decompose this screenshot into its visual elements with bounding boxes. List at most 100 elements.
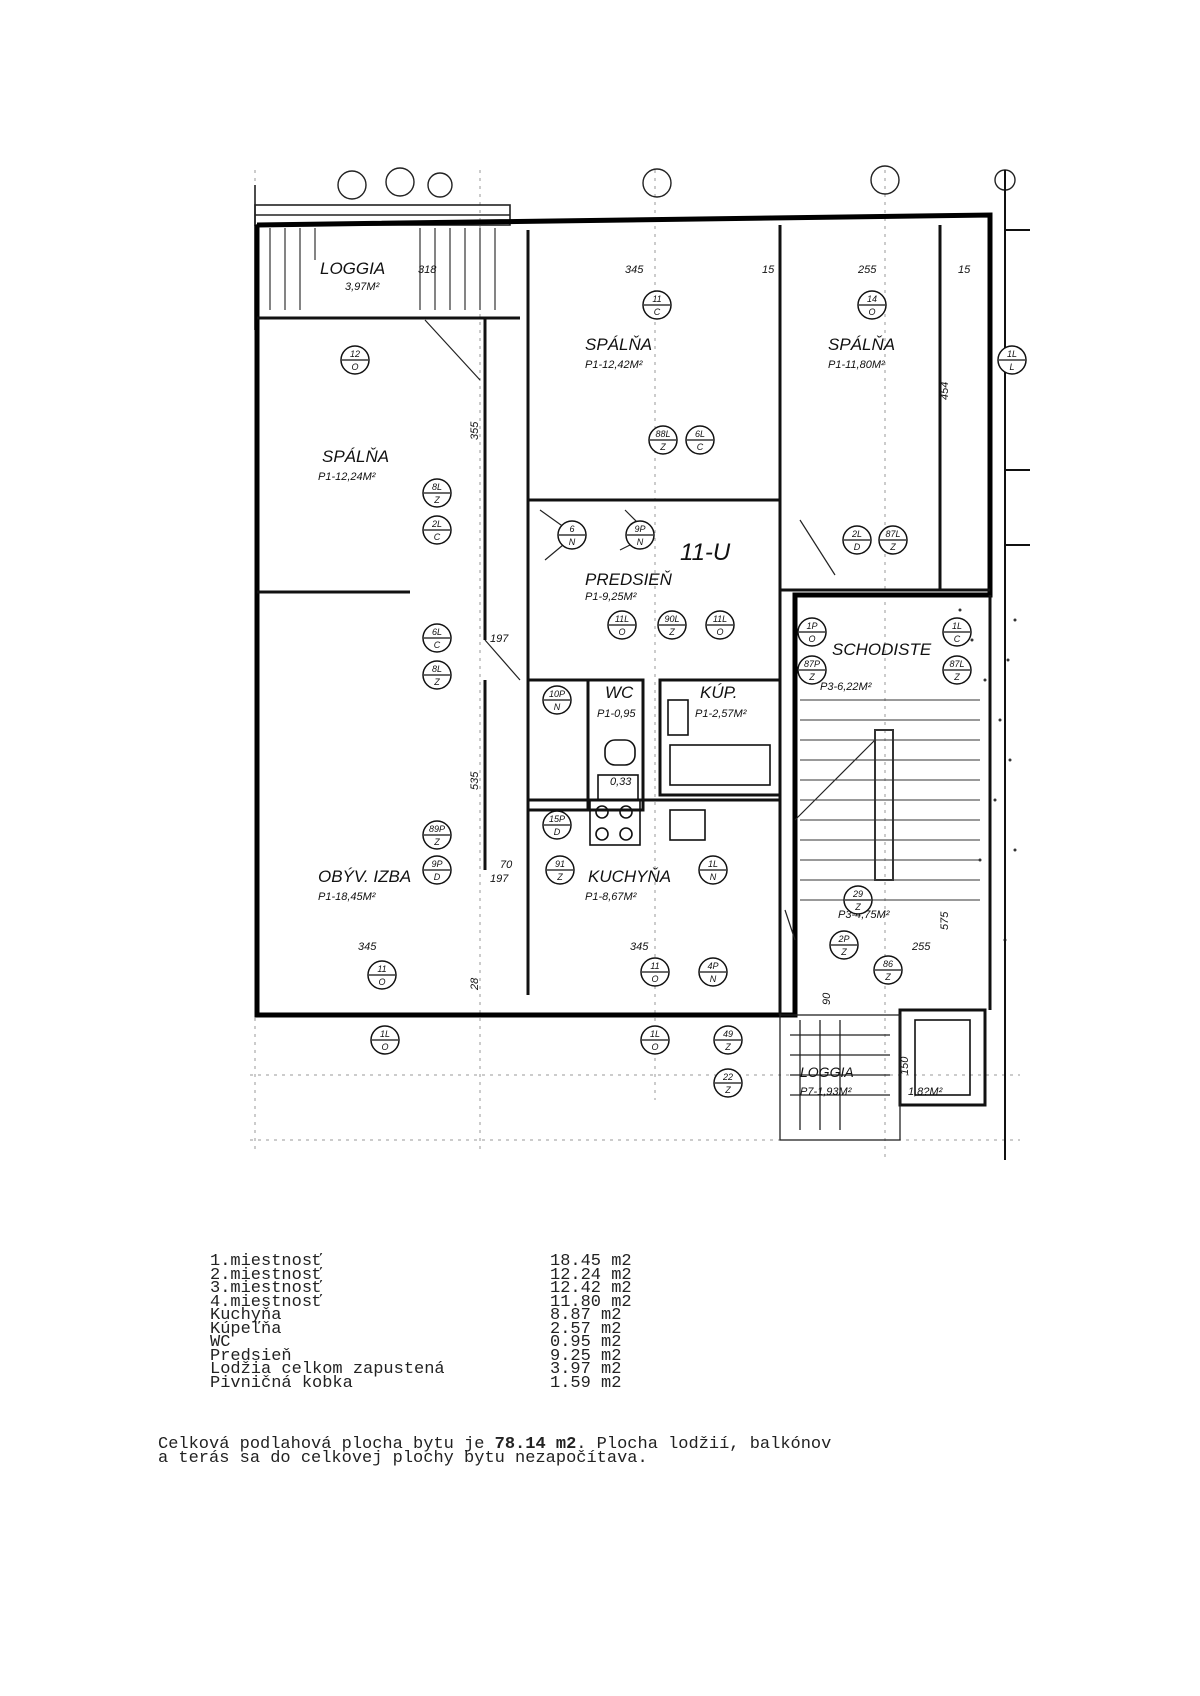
tag-bottom: Z xyxy=(889,542,896,552)
legend-name: Kúpeľňa xyxy=(210,1319,282,1339)
tag-top: 88L xyxy=(655,429,670,439)
tag-bottom: Z xyxy=(668,627,675,637)
kitchen-area: P1-8,67M² xyxy=(585,891,637,903)
tag-top: 6L xyxy=(432,627,442,637)
tag-top: 2P xyxy=(837,934,849,944)
tag-top: 49 xyxy=(723,1029,733,1039)
legend-name: 3.miestnosť xyxy=(210,1279,323,1298)
tag-bottom: D xyxy=(854,542,861,552)
legend-value: 0.95 m2 xyxy=(550,1333,622,1352)
dim-197-b: 197 xyxy=(490,873,509,885)
legend-name: WC xyxy=(210,1333,231,1352)
tag-bottom: O xyxy=(808,634,815,644)
cell-area: 0,33 xyxy=(610,776,632,788)
tag-top: 1L xyxy=(380,1029,390,1039)
tag-bottom: C xyxy=(434,532,441,542)
dim-15-b: 15 xyxy=(958,264,971,276)
tag-top: 12 xyxy=(350,349,360,359)
dim-150: 150 xyxy=(899,1056,911,1075)
tag-bottom: Z xyxy=(433,837,440,847)
loggia-bottom xyxy=(779,1014,901,1141)
tag-bottom: Z xyxy=(659,442,666,452)
tag-top: 22 xyxy=(722,1072,733,1082)
legend-name: Predsieň xyxy=(210,1346,292,1366)
bedroom-right-area: P1-11,80M² xyxy=(828,359,885,371)
legend-row: Lodžia celkom zapustená 3.97 m2 xyxy=(210,1360,670,1379)
legend-value: 12.42 m2 xyxy=(550,1279,632,1298)
tag-top: 29 xyxy=(852,889,863,899)
tag-top: 14 xyxy=(867,294,877,304)
dim-70: 70 xyxy=(500,859,513,871)
legend-value: 3.97 m2 xyxy=(550,1360,622,1379)
tag-bottom: N xyxy=(710,974,717,984)
bedroom-mid-name: SPÁLŇA xyxy=(585,335,652,354)
bedroom-left-name: SPÁLŇA xyxy=(322,447,389,466)
dim-355: 355 xyxy=(469,421,481,440)
tag-top: 1L xyxy=(1007,349,1017,359)
dim-535: 535 xyxy=(469,771,481,790)
dim-90: 90 xyxy=(821,992,833,1005)
tag-bottom: O xyxy=(868,307,875,317)
dim-345-b: 345 xyxy=(358,941,377,953)
living-name: OBÝV. IZBA xyxy=(318,867,411,886)
tag-bottom: O xyxy=(716,627,723,637)
room-labels: LOGGIA 3,97M² SPÁLŇA P1-12,24M² SPÁLŇA P… xyxy=(318,259,943,1098)
right-edge xyxy=(1004,170,1030,1160)
legend-value: 9.25 m2 xyxy=(550,1346,622,1366)
loggia-bottom-area: P7-1,93M² xyxy=(800,1086,852,1098)
tag-bottom: Z xyxy=(724,1085,731,1095)
dim-255-a: 255 xyxy=(857,264,877,276)
tag-top: 8L xyxy=(432,482,442,492)
summary-text-2: . Plocha lodžií, balkónov xyxy=(576,1435,832,1454)
legend-name: Kuchyňa xyxy=(210,1306,282,1325)
dim-575: 575 xyxy=(939,911,951,930)
tag-top: 11L xyxy=(713,614,727,624)
storage-area: 1,8?M² xyxy=(908,1086,943,1098)
tag-top: 1L xyxy=(952,621,962,631)
tag-top: 87L xyxy=(949,659,964,669)
tag-bottom: O xyxy=(351,362,358,372)
tag-top: 11 xyxy=(377,964,386,974)
stairs-name: SCHODISTE xyxy=(832,640,932,659)
loggia-bottom-name: LOGGIA xyxy=(800,1064,854,1080)
legend-value: 11.80 m2 xyxy=(550,1292,632,1312)
tag-top: 11 xyxy=(652,294,661,304)
legend-name: 2.miestnosť xyxy=(210,1265,323,1285)
dim-255-b: 255 xyxy=(911,941,931,953)
tag-bottom: C xyxy=(654,307,661,317)
tag-bottom: C xyxy=(434,640,441,650)
legend-value: 1.59 m2 xyxy=(550,1373,622,1393)
tag-top: 6 xyxy=(569,524,574,534)
tag-top: 87L xyxy=(885,529,900,539)
tag-bottom: O xyxy=(381,1042,388,1052)
tag-top: 11L xyxy=(615,614,629,624)
legend-value: 12.24 m2 xyxy=(550,1265,632,1285)
staircase-hatching xyxy=(800,699,980,901)
stairs-area: P3-6,22M² xyxy=(820,681,872,693)
tag-top: 6L xyxy=(695,429,705,439)
tag-bottom: L xyxy=(1009,362,1014,372)
tag-top: 1L xyxy=(650,1029,660,1039)
tag-bubbles: 12O11C14O1LL88LZ6LC8LZ2LC6N9PN2LD87LZ6LC… xyxy=(340,290,1027,1098)
tag-bottom: O xyxy=(618,627,625,637)
summary-total: 78.14 m2 xyxy=(494,1435,577,1454)
floor-plan: LOGGIA 3,97M² SPÁLŇA P1-12,24M² SPÁLŇA P… xyxy=(250,165,1030,1160)
dim-197-a: 197 xyxy=(490,633,509,645)
tag-top: 9P xyxy=(431,859,442,869)
wc-area: P1-0,95 xyxy=(597,708,636,720)
legend-name: 1.miestnosť xyxy=(210,1252,323,1271)
tag-top: 90L xyxy=(664,614,679,624)
tag-bottom: Z xyxy=(433,495,440,505)
tag-top: 10P xyxy=(549,689,565,699)
dim-454: 454 xyxy=(939,382,951,400)
dim-345-a: 345 xyxy=(625,264,644,276)
tag-top: 2L xyxy=(431,519,442,529)
tag-top: 89P xyxy=(429,824,445,834)
legend-name: Lodžia celkom zapustená xyxy=(210,1360,445,1379)
bath-area: P1-2,57M² xyxy=(695,708,747,720)
legend-row: Predsieň 9.25 m2 xyxy=(210,1346,670,1366)
